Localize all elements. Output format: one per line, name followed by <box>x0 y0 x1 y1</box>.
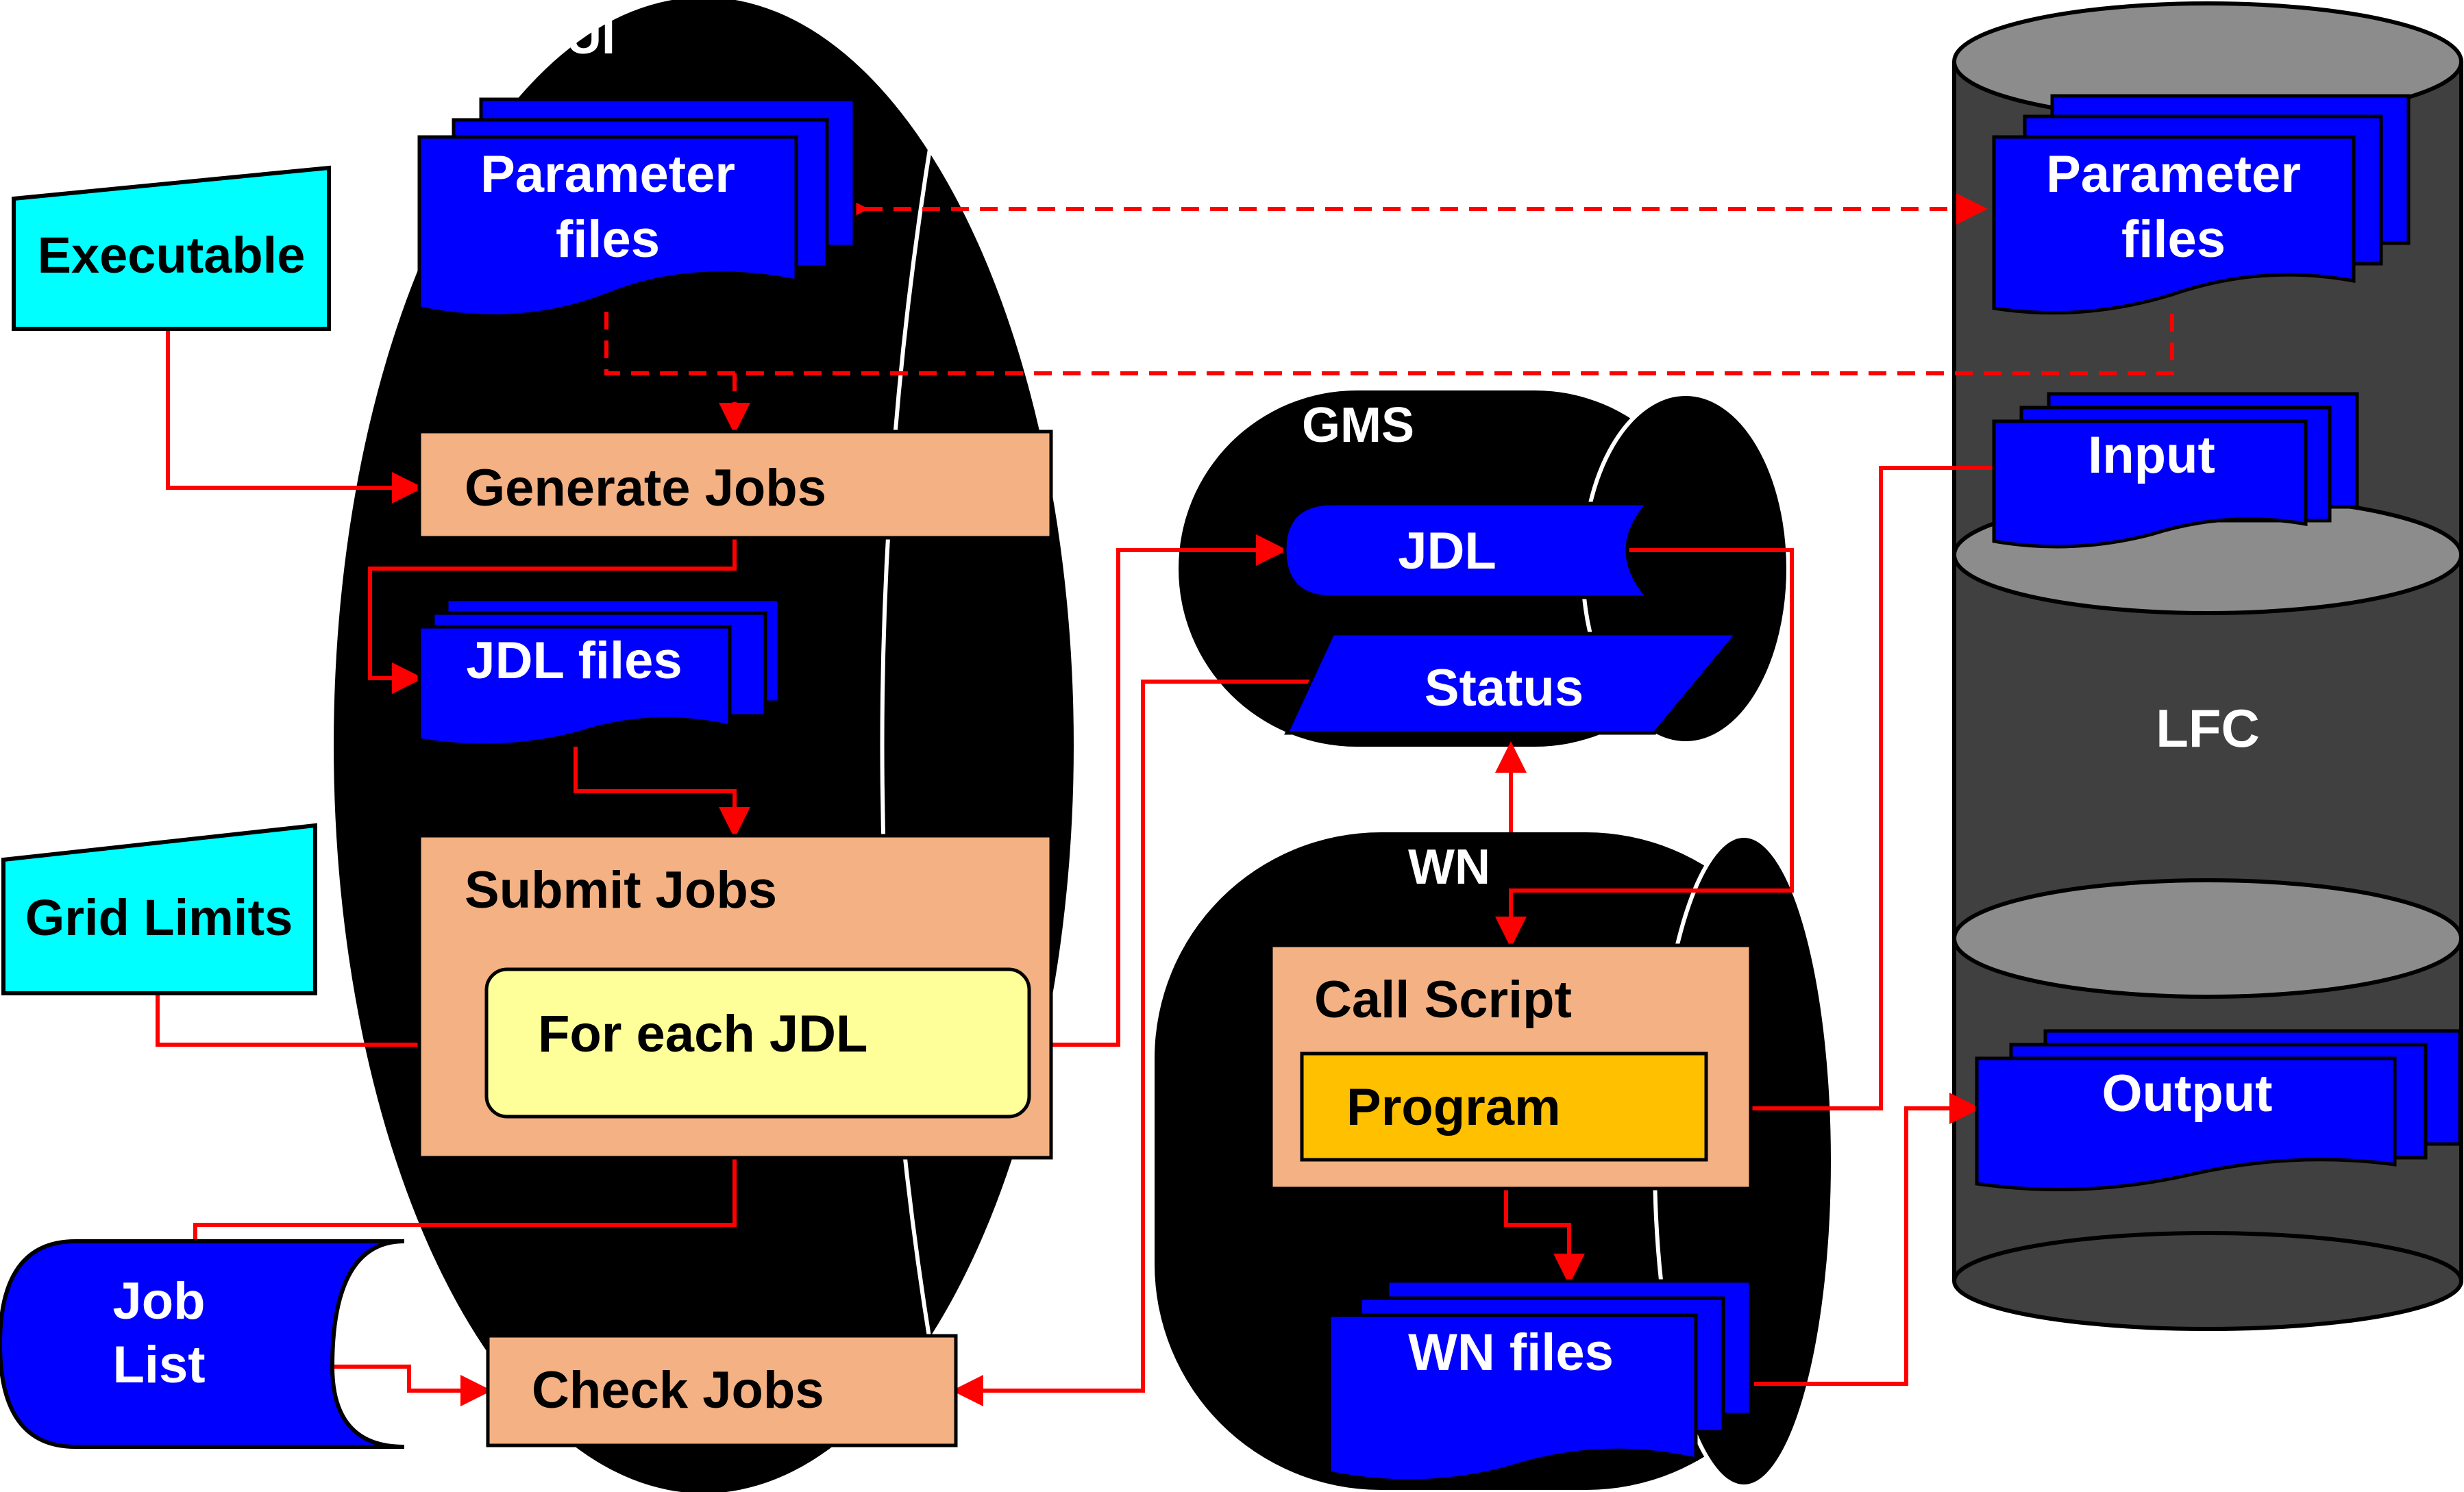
generate-jobs-label: Generate Jobs <box>465 459 826 517</box>
check-jobs-label: Check Jobs <box>532 1361 824 1419</box>
flow-arrows <box>156 329 1994 1406</box>
wn-files-document: WN files <box>1327 1279 1753 1483</box>
submit-jobs-label: Submit Jobs <box>465 861 777 919</box>
lfc-parameter-files: Parameter files <box>1992 94 2411 315</box>
executable-label: Executable <box>38 227 306 284</box>
gridui-param-files-line1: Parameter <box>480 145 735 203</box>
lfc-lower-cap <box>1952 878 2463 999</box>
call-script-label: Call Script <box>1314 971 1572 1029</box>
lfc-param-files-line2: files <box>2121 210 2226 269</box>
jdl-files-document: JDL files <box>417 597 781 747</box>
wn-label: WN <box>1408 840 1490 895</box>
check-jobs-process: Check Jobs <box>486 1334 958 1447</box>
job-list-storage: Job List <box>0 1239 405 1449</box>
gms-jdl-storage: JDL <box>1283 501 1652 599</box>
for-each-jdl-loop <box>484 967 1031 1119</box>
lfc-input-files: Input <box>1992 392 2359 549</box>
gms-status-label: Status <box>1425 659 1584 717</box>
jdl-files-label: JDL files <box>466 632 682 690</box>
gridui-parameter-files: Parameter files <box>417 97 857 318</box>
wn-files-label: WN files <box>1408 1323 1614 1382</box>
gms-jdl-label: JDL <box>1398 522 1496 580</box>
lfc-param-files-line1: Parameter <box>2046 145 2301 203</box>
program-box <box>1300 1052 1708 1162</box>
gms-label: GMS <box>1302 398 1414 453</box>
job-list-line1: Job <box>112 1272 205 1330</box>
gridui-param-files-line2: files <box>556 210 660 269</box>
job-list-line2: List <box>112 1336 205 1394</box>
generate-jobs-process: Generate Jobs <box>417 430 1053 540</box>
lfc-label: LFC <box>2156 698 2260 758</box>
lfc-output-label: Output <box>2102 1065 2272 1123</box>
submit-jobs-process: Submit Jobs For each JDL <box>417 834 1053 1160</box>
lfc-input-label: Input <box>2088 426 2215 484</box>
lfc-output-files: Output <box>1975 1029 2462 1191</box>
param-files-sync-links <box>604 193 2174 434</box>
program-label: Program <box>1346 1078 1561 1136</box>
gridui-label: gridUI <box>473 10 615 64</box>
grid-limits-input: Grid Limits <box>1 823 317 995</box>
for-each-jdl-label: For each JDL <box>538 1005 867 1063</box>
grid-limits-label: Grid Limits <box>25 889 293 946</box>
gms-status-data: Status <box>1284 632 1741 735</box>
executable-input: Executable <box>12 165 331 331</box>
call-script-process: Call Script Program <box>1269 943 1753 1191</box>
